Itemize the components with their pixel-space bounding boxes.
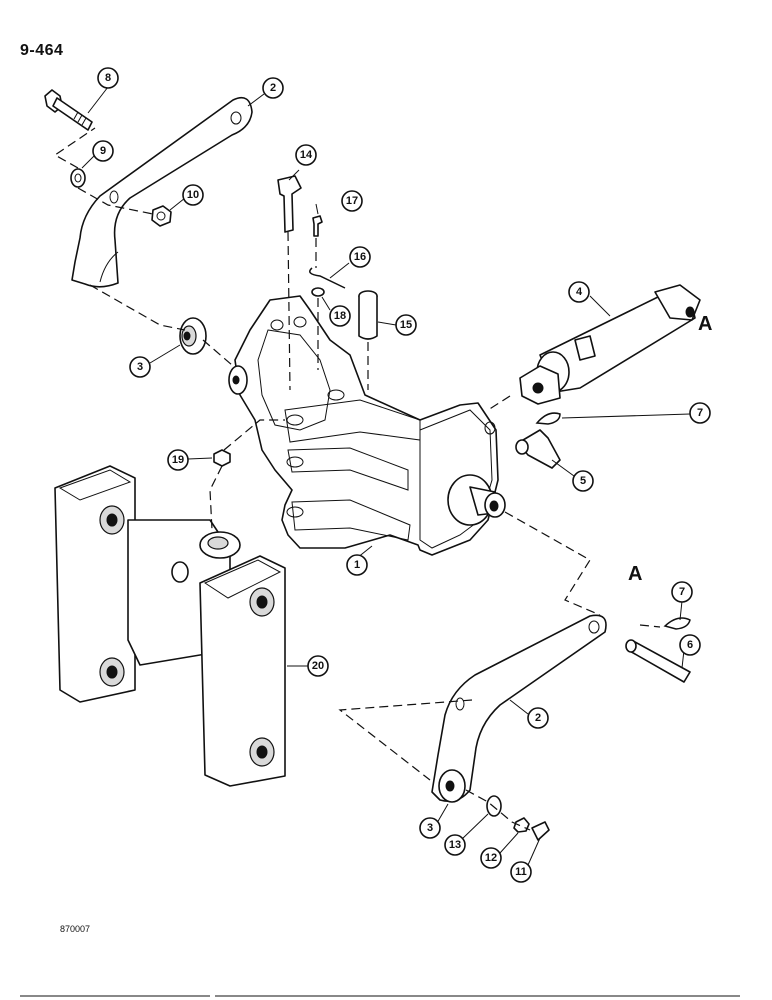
callout-leaders [81,86,691,866]
callout-9: 9 [92,140,114,162]
callout-2: 2 [262,77,284,99]
clevis-pin-part [515,429,561,469]
lower-nut-part [513,817,530,833]
callout-17: 17 [341,190,363,212]
callout-6-label: 6 [687,639,693,651]
callout-7-label: 7 [697,407,703,419]
callout-13: 13 [444,834,466,856]
callout-8: 8 [97,67,119,89]
callout-19: 19 [167,449,189,471]
callout-10-label: 10 [187,189,199,201]
nut-part [151,205,172,227]
bushing-part [179,317,207,355]
lower-link-part [431,614,607,803]
callout-19-label: 19 [172,454,184,466]
hydraulic-cylinder-part [519,284,701,405]
lower-washer-part [486,795,502,817]
reference-label-a-lower: A [628,563,642,585]
callout-17-label: 17 [346,195,358,207]
callout-12-label: 12 [485,852,497,864]
callout-7-lower: 7 [671,581,693,603]
lower-bolt-part [531,821,550,841]
callout-15-label: 15 [400,319,412,331]
callout-1: 1 [346,554,368,576]
callout-20: 20 [307,655,329,677]
callout-4: 4 [568,281,590,303]
pivot-pin-part [358,290,378,340]
callout-2-lower: 2 [527,707,549,729]
drawing-number: 870007 [60,924,91,934]
callout-14: 14 [295,144,317,166]
callout-12: 12 [480,847,502,869]
assembly-lines [53,127,661,831]
callout-3: 3 [129,356,151,378]
upper-link-part [71,96,253,288]
callout-5-label: 5 [580,475,586,487]
main-mount-part [228,295,506,556]
callout-4-label: 4 [576,286,583,298]
callout-7-lower-label: 7 [679,586,685,598]
small-bolt-part [312,215,323,237]
callout-15: 15 [395,314,417,336]
lock-nut-part [213,449,231,467]
callout-3-label: 3 [137,361,143,373]
lower-retaining-clip-part [663,617,691,630]
callout-10: 10 [182,184,204,206]
callout-5: 5 [572,470,594,492]
washer-part [70,168,86,188]
callout-20-label: 20 [312,660,324,672]
callout-11: 11 [510,861,532,883]
callout-8-label: 8 [105,72,111,84]
callout-16: 16 [349,246,371,268]
callout-16-label: 16 [354,251,366,263]
callout-18-label: 18 [334,310,346,322]
callout-18: 18 [329,305,351,327]
page-number: 9-464 [20,42,64,59]
callout-3-lower-label: 3 [427,822,433,834]
pin-part [277,175,302,233]
lower-pin-part [625,639,691,683]
cotter-pin-part [309,267,346,289]
retaining-clip-part [535,412,561,425]
callout-6: 6 [679,634,701,656]
callout-14-label: 14 [300,149,313,161]
callout-13-label: 13 [449,839,461,851]
reference-label-a: A [698,313,712,335]
callout-7: 7 [689,402,711,424]
callout-2-lower-label: 2 [535,712,541,724]
callout-1-label: 1 [354,559,360,571]
callout-2-label: 2 [270,82,276,94]
callout-3-lower: 3 [419,817,441,839]
callout-9-label: 9 [100,145,106,157]
callout-11-label: 11 [515,866,527,878]
crossmember-part [54,465,286,787]
bolt-part [44,89,93,131]
small-washer-part [311,287,325,297]
